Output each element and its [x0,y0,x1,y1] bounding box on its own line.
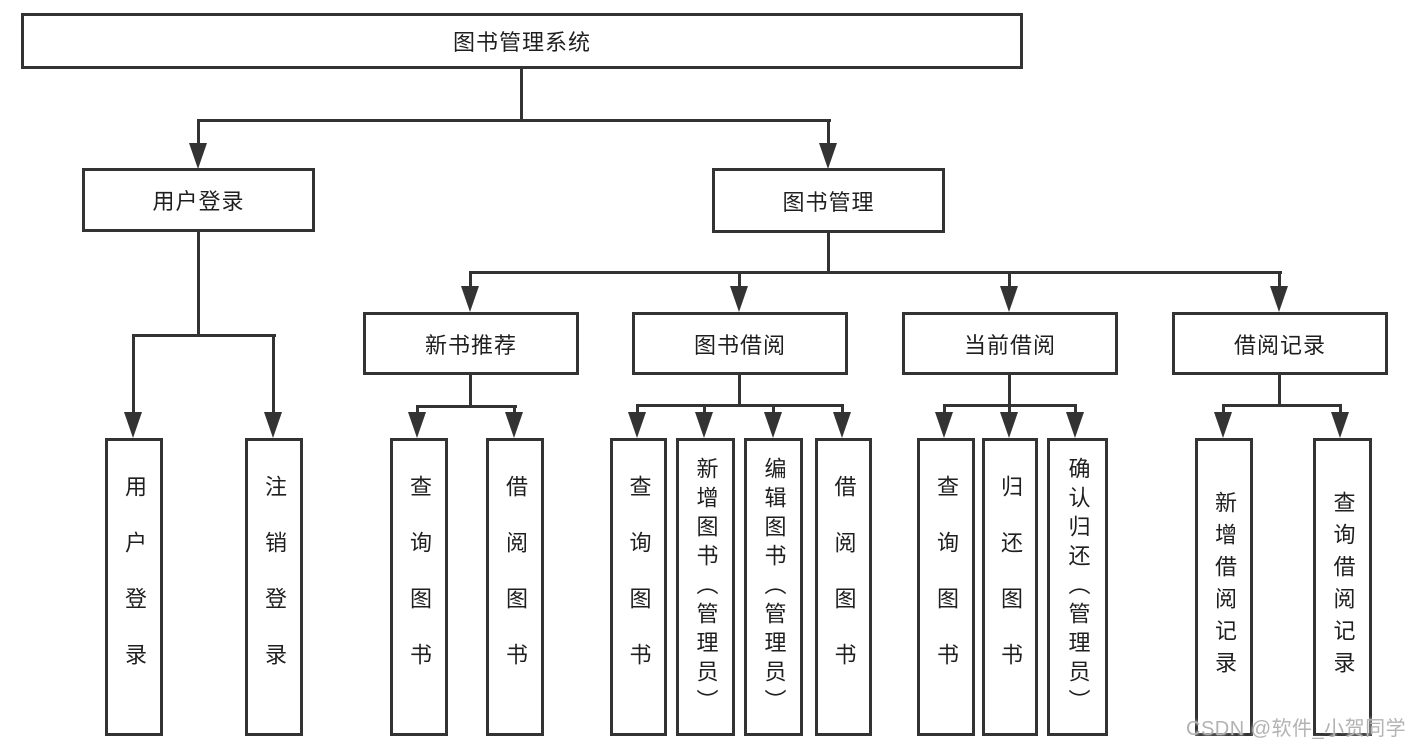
arrow-to-user-login [189,119,207,169]
arrow-to-current-borrow [1000,271,1018,312]
node-login-leaf-label: 用户登录 [122,475,147,699]
arrow-to-edit-books-c3 [764,404,782,438]
connector-login-drop [197,232,200,336]
node-borrow-records: 借阅记录 [1172,312,1388,375]
node-book-borrow: 图书借阅 [632,312,848,375]
arrow-to-query-record-e2 [1331,404,1349,438]
node-borrow-books-recommend: 借阅图书 [486,438,544,736]
connector-login-rail [132,334,276,337]
node-add-books-admin: 新增图书（管理员） [676,438,735,736]
node-add-borrow-record-label: 新增借阅记录 [1212,491,1237,683]
arrow-to-add-books-c2 [695,404,713,438]
node-query-books-borrow-label: 查询图书 [626,475,652,699]
arrow-to-new-book-recommend [461,271,479,312]
connector-mgmt-drop [827,233,830,273]
node-logout-leaf-label: 注销登录 [262,475,287,699]
connector-level2-rail [197,119,831,122]
arrow-to-borrow-records [1270,271,1288,312]
arrow-to-query-books-c1 [628,404,646,438]
connector-level3-rail [469,271,1282,274]
connector-root-drop [520,69,523,122]
arrow-to-add-record-e1 [1214,404,1232,438]
arrow-to-query-books-b1 [408,405,426,438]
node-query-borrow-record: 查询借阅记录 [1313,438,1372,736]
connector-borrow-drop [738,375,741,406]
node-borrow-books-recommend-label: 借阅图书 [503,475,528,699]
node-borrow-books-leaf-label: 借阅图书 [831,475,857,699]
arrow-to-login-leaf [124,334,142,438]
connector-current-drop [1008,375,1011,406]
connector-borrow-rail [636,404,844,407]
node-edit-books-admin-label: 编辑图书（管理员） [761,456,787,718]
connector-records-drop [1278,375,1281,406]
node-query-books-recommend: 查询图书 [390,438,448,736]
node-user-login: 用户登录 [82,168,315,232]
node-add-books-admin-label: 新增图书（管理员） [693,456,719,718]
node-confirm-return-admin: 确认归还（管理员） [1047,438,1108,736]
node-return-books: 归还图书 [982,438,1038,736]
node-add-borrow-record: 新增借阅记录 [1195,438,1253,736]
node-library-system: 图书管理系统 [21,13,1023,69]
arrow-to-confirm-return-d3 [1066,404,1084,438]
node-query-books-current-label: 查询图书 [934,475,959,699]
arrow-to-return-books-d2 [1000,404,1018,438]
csdn-watermark: CSDN @软件_小贺同学 [1186,718,1405,740]
arrow-to-book-management [819,119,837,169]
node-book-management: 图书管理 [712,168,945,233]
node-new-book-recommend: 新书推荐 [363,312,579,375]
arrow-to-borrow-books-b2 [505,405,523,438]
arrow-to-book-borrow [730,271,748,312]
arrow-to-logout-leaf [264,334,282,438]
node-login-leaf: 用户登录 [105,438,163,736]
node-query-books-current: 查询图书 [917,438,975,736]
node-confirm-return-admin-label: 确认归还（管理员） [1065,456,1091,718]
node-return-books-label: 归还图书 [998,475,1023,699]
node-borrow-books-leaf: 借阅图书 [815,438,872,736]
connector-recommend-drop [469,375,472,407]
connector-recommend-rail [416,405,517,408]
node-query-books-recommend-label: 查询图书 [407,475,432,699]
node-logout-leaf: 注销登录 [245,438,303,736]
node-current-borrow: 当前借阅 [902,312,1118,375]
node-query-borrow-record-label: 查询借阅记录 [1330,491,1356,683]
connector-records-rail [1222,404,1342,407]
arrow-to-borrow-books-c4 [833,404,851,438]
node-query-books-borrow: 查询图书 [610,438,667,736]
arrow-to-query-books-d1 [935,404,953,438]
node-edit-books-admin: 编辑图书（管理员） [744,438,803,736]
